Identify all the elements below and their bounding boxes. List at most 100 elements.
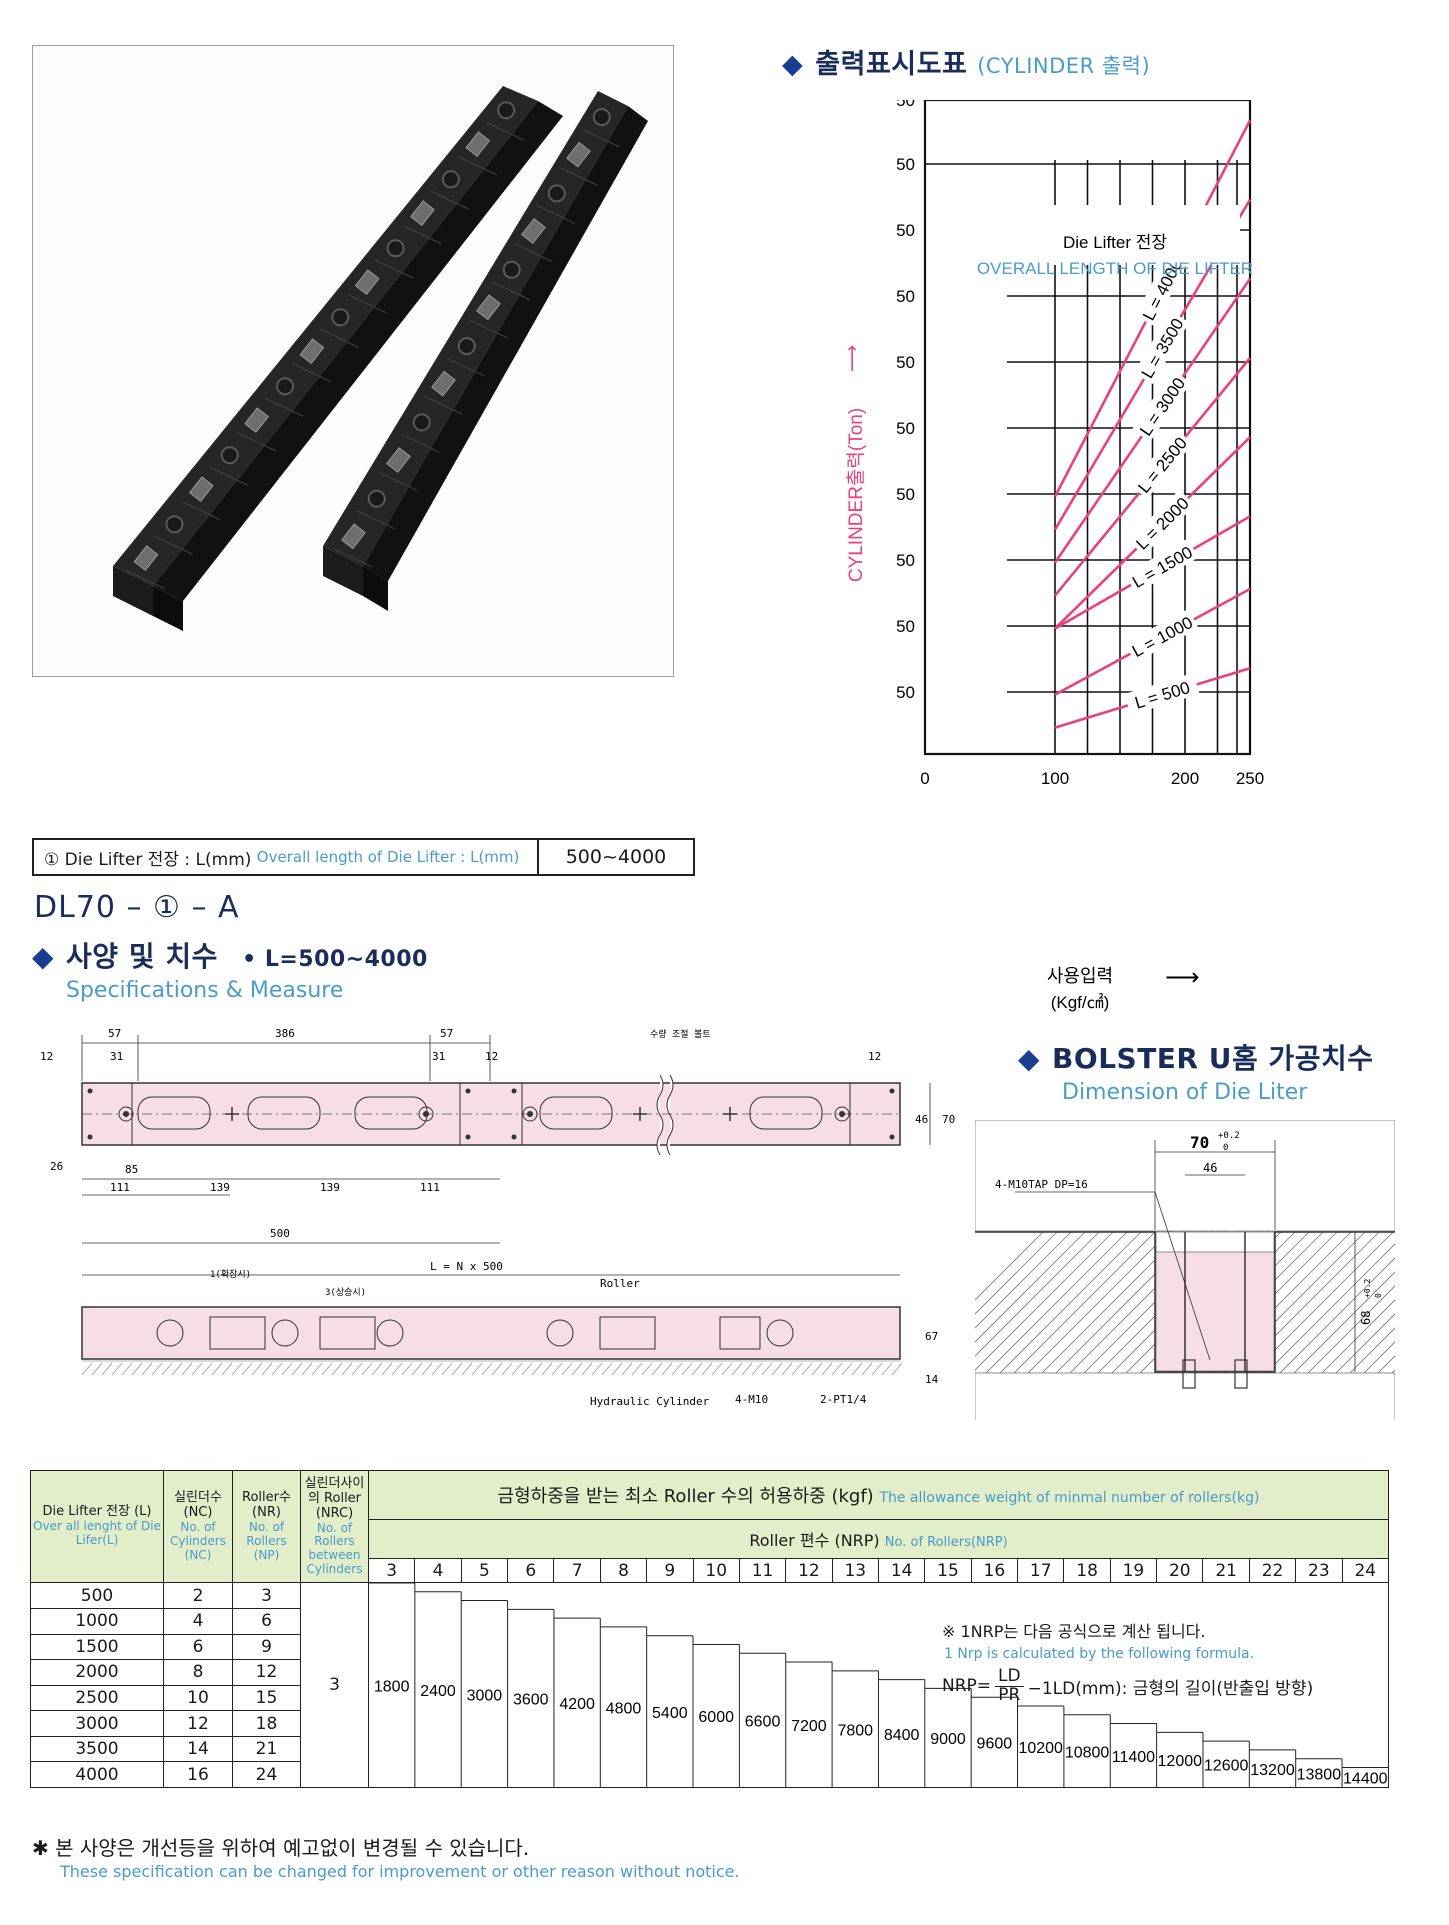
x-tick-label: 100 xyxy=(1041,769,1069,788)
dim-139a: 139 xyxy=(210,1181,230,1194)
cell-nc: 12 xyxy=(163,1710,233,1737)
cylinder-port xyxy=(441,170,460,189)
roller-window xyxy=(410,200,435,227)
cell-l: 1500 xyxy=(30,1633,164,1661)
cylinder-port xyxy=(592,108,611,127)
y-tick-label: 50 xyxy=(896,221,915,240)
bolster-h68-tol0: 0 xyxy=(1374,1293,1383,1298)
roller-window xyxy=(133,545,159,572)
cell-nr: 6 xyxy=(232,1608,301,1635)
note-1: 1(확장시) xyxy=(210,1268,251,1280)
nrp-col-header: 14 xyxy=(877,1557,926,1584)
nrp-col-header: 4 xyxy=(414,1557,462,1584)
hydraulic-label: Hydraulic Cylinder xyxy=(590,1395,710,1408)
nrp-col-header: 21 xyxy=(1202,1557,1250,1584)
model-code: DL70 – ① – A xyxy=(34,890,240,925)
bolster-h68-tol: +0.2 xyxy=(1363,1279,1372,1298)
m10-label: 4-M10 xyxy=(735,1393,768,1406)
chart-title-en: (CYLINDER 출력) xyxy=(977,54,1151,78)
dim-12b: 12 xyxy=(485,1050,498,1063)
nrp-col-header: 11 xyxy=(738,1557,787,1584)
bolt-label: 수량 조절 볼트 xyxy=(650,1028,711,1040)
footer-en: These specification can be changed for i… xyxy=(60,1862,740,1881)
cell-nc: 10 xyxy=(163,1684,233,1712)
x-axis-label-2: (Kgf/㎠) xyxy=(1051,993,1110,1012)
technical-drawing: 57 386 57 12 31 31 12 12 수량 조절 볼트 26 85 … xyxy=(40,1027,955,1408)
x-tick-label: 200 xyxy=(1171,769,1199,788)
y-tick-label: 50 xyxy=(896,485,915,504)
y-tick-label: 50 xyxy=(896,419,915,438)
footer-ko: ✱ 본 사양은 개선등을 위하여 예고없이 변경될 수 있습니다. xyxy=(32,1836,530,1860)
cylinder-port xyxy=(386,239,405,258)
note-3: 3(상승시) xyxy=(325,1287,366,1298)
y-tick-label: 50 xyxy=(896,551,915,570)
spec-range: • L=500~4000 xyxy=(242,947,428,972)
nrp-col-header: 20 xyxy=(1156,1557,1204,1584)
legend-bg xyxy=(1000,205,1240,265)
roller-window xyxy=(465,131,491,158)
spec-table: Die Lifter 전장 (L) Over all lenght of Die… xyxy=(30,1469,1390,1788)
y-tick-label: 50 xyxy=(896,353,915,372)
nrp-col-header: 5 xyxy=(460,1557,509,1584)
nrp-col-header: 19 xyxy=(1109,1557,1158,1584)
diamond-icon: ◆ xyxy=(32,940,55,973)
cell-l: 3000 xyxy=(30,1710,164,1737)
cell-l: 3500 xyxy=(30,1735,164,1763)
th-allowance: 금형하중을 받는 최소 Roller 수의 허용하중 (kgf) The all… xyxy=(368,1469,1389,1521)
nrp-col-header: 3 xyxy=(367,1557,416,1584)
th-nrp: Roller 편수 (NRP) No. of Rollers(NRP) xyxy=(368,1519,1389,1559)
cell-nr: 18 xyxy=(232,1710,301,1737)
roller-window xyxy=(386,447,411,473)
nrp-col-header: 9 xyxy=(646,1557,694,1584)
cylinder-port xyxy=(331,308,350,327)
roller-window xyxy=(476,294,501,321)
dim-500: 500 xyxy=(270,1227,290,1240)
dim-26: 26 xyxy=(50,1160,63,1173)
roller-window xyxy=(299,338,325,365)
length-value: 500~4000 xyxy=(565,846,667,868)
roller-window xyxy=(188,476,214,503)
nrp-col-header: 6 xyxy=(507,1557,555,1584)
cylinder-port xyxy=(412,413,431,432)
cylinder-port xyxy=(497,101,516,120)
dim-57b: 57 xyxy=(440,1027,453,1040)
nrp-col-header: 17 xyxy=(1017,1557,1065,1584)
roller-window xyxy=(244,407,269,434)
y-tick-label: 50 xyxy=(896,100,915,110)
chart-heading: ◆출력표시도표 (CYLINDER 출력) xyxy=(782,42,1150,81)
diamond-icon: ◆ xyxy=(782,49,804,80)
cell-nr: 12 xyxy=(232,1659,301,1686)
legend-ko: Die Lifter 전장 xyxy=(1063,233,1167,252)
dim-57a: 57 xyxy=(108,1027,121,1040)
y-tick-label: 50 xyxy=(896,155,915,174)
bolster-tap: 4-M10TAP DP=16 xyxy=(995,1178,1088,1191)
nrp-note: ※ 1NRP는 다음 공식으로 계산 됩니다. 1 Nrp is calcula… xyxy=(942,1622,1314,1705)
cell-nc: 2 xyxy=(163,1582,233,1610)
roller-window xyxy=(566,141,591,168)
nrp-col-header: 15 xyxy=(924,1557,972,1584)
spec-subtitle: Specifications & Measure xyxy=(66,978,344,1003)
spec-heading: ◆사양 및 치수 • L=500~4000 xyxy=(32,935,428,975)
bolster-heading: ◆BOLSTER U홈 가공치수 xyxy=(1018,1037,1374,1077)
asterisk-icon: ✱ xyxy=(32,1836,49,1860)
dim-31b: 31 xyxy=(432,1050,445,1063)
legend-en: OVERALL LENGTH OF DIE LIFTER xyxy=(977,259,1253,278)
cell-nc: 14 xyxy=(163,1735,233,1763)
dim-70: 70 xyxy=(942,1113,955,1126)
dim-139b: 139 xyxy=(320,1181,340,1194)
cell-nc: 6 xyxy=(163,1633,233,1661)
pt-label: 2-PT1/4 xyxy=(820,1393,867,1406)
nrp-col-header: 23 xyxy=(1295,1557,1343,1584)
diamond-icon: ◆ xyxy=(1018,1042,1041,1075)
bolster-h68: 68 xyxy=(1359,1311,1373,1325)
cell-nr: 15 xyxy=(232,1684,301,1712)
th-cylinders: 실린더수 (NC) No. of Cylinders (NC) xyxy=(163,1469,233,1584)
roller-window xyxy=(431,370,456,397)
product-photo xyxy=(32,45,674,677)
nrp-col-header: 16 xyxy=(970,1557,1019,1584)
x-axis-arrow: ⟶ xyxy=(1165,963,1199,991)
